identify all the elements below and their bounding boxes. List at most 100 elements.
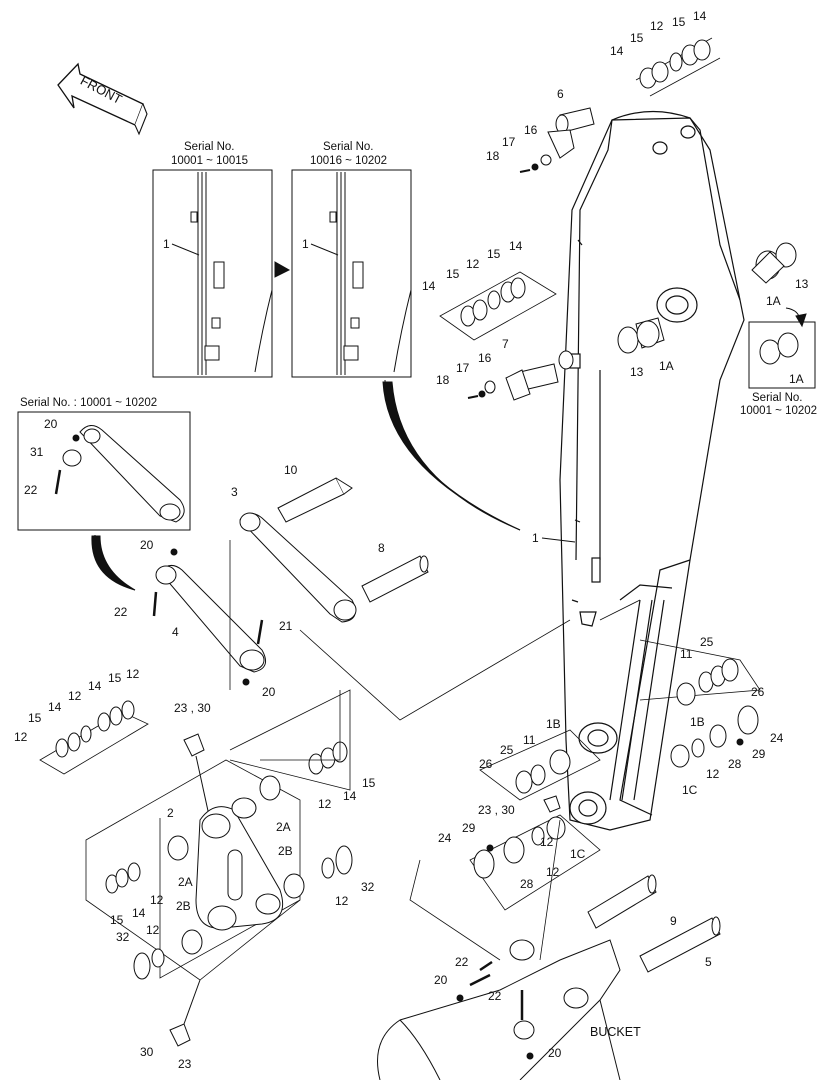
callout-30: 30 <box>140 1045 154 1059</box>
callout-23: 23 <box>178 1057 192 1071</box>
front-arrow: FRONT <box>57 62 148 136</box>
callout-21: 21 <box>279 619 293 633</box>
callout-12c: 12 <box>466 257 480 271</box>
inset-b-label: 1 <box>302 237 309 251</box>
callout-12j: 12 <box>335 894 349 908</box>
callout-8: 8 <box>378 541 385 555</box>
bushing-1C-left <box>469 795 601 911</box>
callout-20a: 20 <box>140 538 154 552</box>
link-4 <box>152 548 267 686</box>
callout-1Bb: 1B <box>690 715 705 729</box>
callout-15f: 15 <box>108 671 122 685</box>
inset-serial-a: Serial No. 10001 ~ 10015 1 <box>152 141 273 378</box>
callout-29a: 29 <box>752 747 766 761</box>
inset-link-label-31: 31 <box>30 445 44 459</box>
pin-5 <box>639 916 721 973</box>
callout-2330a: 23 , 30 <box>174 701 211 715</box>
ring-stack-link2-right <box>229 689 351 791</box>
callout-1Ca: 1C <box>682 783 698 797</box>
callout-7: 7 <box>502 337 509 351</box>
callout-17b: 17 <box>456 361 470 375</box>
bucket <box>377 939 621 1081</box>
inset-bushing-serial-title: Serial No. <box>752 392 803 404</box>
callout-24a: 24 <box>770 731 784 745</box>
callout-14f: 14 <box>88 679 102 693</box>
callout-14j: 14 <box>132 906 146 920</box>
pin-8 <box>361 555 429 603</box>
inset-bushing: 1A <box>748 307 816 389</box>
callout-25b: 25 <box>500 743 514 757</box>
callout-1Ba: 1B <box>546 717 561 731</box>
callout-9: 9 <box>670 914 677 928</box>
callout-22c: 22 <box>488 989 502 1003</box>
callout-32a: 32 <box>361 880 375 894</box>
callout-18a: 18 <box>486 149 500 163</box>
callout-3: 3 <box>231 485 238 499</box>
callout-12h: 12 <box>318 797 332 811</box>
inset-link-label-20: 20 <box>44 417 58 431</box>
ring-32-left <box>133 948 165 980</box>
callout-14a: 14 <box>693 9 707 23</box>
callout-15d: 15 <box>487 247 501 261</box>
callout-25a: 25 <box>700 635 714 649</box>
bushing-1C-right <box>670 705 759 768</box>
callout-4: 4 <box>172 625 179 639</box>
callout-12g: 12 <box>126 667 140 681</box>
callout-28b: 28 <box>520 877 534 891</box>
callout-1Ab: 1A <box>659 359 674 373</box>
bucket-label: BUCKET <box>590 1025 641 1039</box>
pin-10 <box>277 477 353 523</box>
callout-1Cb: 1C <box>570 847 586 861</box>
callout-10: 10 <box>284 463 298 477</box>
callout-1Aa: 1A <box>766 294 781 308</box>
leader-lines <box>229 540 641 961</box>
pin-9 <box>587 874 657 929</box>
ring-32-right <box>321 845 353 879</box>
link-2-assembly <box>85 759 305 981</box>
callout-12k: 12 <box>146 923 160 937</box>
callout-18b: 18 <box>436 373 450 387</box>
callout-11a: 11 <box>680 647 693 661</box>
ring-stack-top <box>635 37 721 97</box>
callout-22b: 22 <box>455 955 469 969</box>
callout-14i: 14 <box>343 789 357 803</box>
callout-20d: 20 <box>548 1046 562 1060</box>
callout-14c: 14 <box>422 279 436 293</box>
inset-bushing-label: 1A <box>789 372 804 386</box>
callout-12f: 12 <box>68 689 82 703</box>
callout-26b: 26 <box>479 757 493 771</box>
callout-12i: 12 <box>150 893 164 907</box>
callout-12m: 12 <box>706 767 720 781</box>
inset-bushing-serial-range: 10001 ~ 10202 <box>740 405 817 417</box>
callout-15e: 15 <box>28 711 42 725</box>
callout-2A2: 2A <box>276 820 291 834</box>
callout-29b: 29 <box>462 821 476 835</box>
callout-5: 5 <box>705 955 712 969</box>
callout-13b: 13 <box>630 365 644 379</box>
callout-16b: 16 <box>478 351 492 365</box>
pin-7-assembly <box>467 350 574 401</box>
callout-15b: 15 <box>630 31 644 45</box>
callout-20b: 20 <box>262 685 276 699</box>
callout-22a: 22 <box>114 605 128 619</box>
callout-15a: 15 <box>672 15 686 29</box>
bushing-1B-upper-right <box>639 639 761 706</box>
callout-24b: 24 <box>438 831 452 845</box>
callout-2330b: 23 , 30 <box>478 803 515 817</box>
inset-b-serial-range: 10016 ~ 10202 <box>310 155 387 167</box>
bushing-1A-left <box>617 317 665 354</box>
ring-stack-mid <box>439 271 557 341</box>
ring-stack-link2-left <box>105 862 141 894</box>
inset-link-label-22: 22 <box>24 483 38 497</box>
inset-link: 20 31 22 <box>17 411 191 531</box>
inset-b-serial-title: Serial No. <box>323 141 374 153</box>
callout-13a: 13 <box>795 277 809 291</box>
callout-1: 1 <box>532 531 539 545</box>
callout-2B2: 2B <box>278 844 293 858</box>
callout-28a: 28 <box>728 757 742 771</box>
callout-15j: 15 <box>110 913 124 927</box>
pin-6-assembly <box>519 107 595 173</box>
ring-stack-left <box>39 700 149 775</box>
